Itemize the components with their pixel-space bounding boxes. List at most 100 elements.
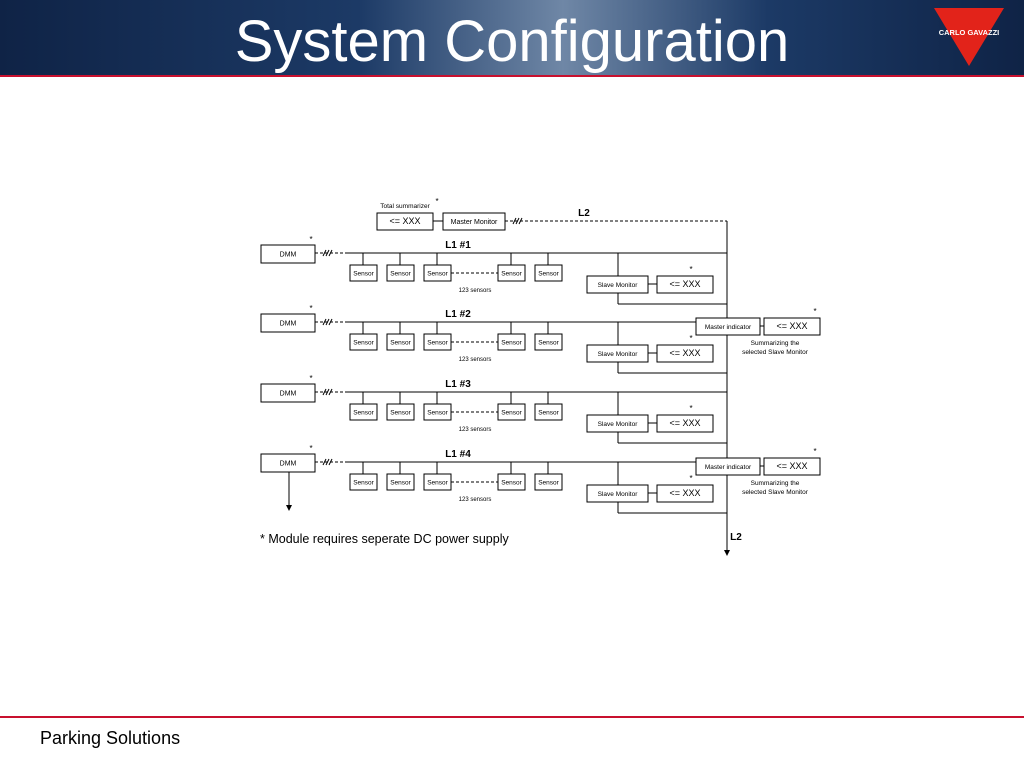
l2-bus-label: L2: [578, 208, 590, 219]
slave-monitor-1-label: Slave Monitor: [598, 282, 639, 289]
sensor-4-3-label: Sensor: [427, 480, 448, 487]
sensor-4-2-label: Sensor: [390, 480, 411, 487]
sensor-2-3-label: Sensor: [427, 340, 448, 347]
master-indicator-display-2-box: [763, 457, 821, 476]
power-slash-mark: [515, 217, 520, 225]
logo-triangle: [934, 8, 1004, 66]
asterisk-mark: *: [309, 444, 312, 453]
sensor-count-3: 123 sensors: [459, 427, 492, 433]
footer-text: Parking Solutions: [40, 728, 181, 748]
power-slash-mark: [322, 458, 327, 466]
l2-arrow-head: [724, 550, 730, 556]
power-slash-mark: [328, 249, 333, 257]
dmm-2-label: DMM: [280, 321, 297, 328]
slave-display-1-label: <= XXX: [669, 279, 700, 289]
asterisk-mark: *: [309, 374, 312, 383]
asterisk-mark: *: [813, 447, 816, 456]
sensor-4-1-box: [349, 473, 378, 491]
sensor-3-1-box: [349, 403, 378, 421]
power-slash-mark: [328, 388, 333, 396]
master-indicator-display-1-box: [763, 317, 821, 336]
sensor-3-2-box: [386, 403, 415, 421]
sensor-1-1-label: Sensor: [353, 271, 374, 278]
sensor-4-5-box: [534, 473, 563, 491]
power-slash-mark: [325, 458, 330, 466]
sensor-count-2: 123 sensors: [459, 357, 492, 363]
sensor-2-5-box: [534, 333, 563, 351]
sensor-1-5-box: [534, 264, 563, 282]
sensor-2-4-label: Sensor: [501, 340, 522, 347]
slave-display-2-label: <= XXX: [669, 348, 700, 358]
sensor-1-2-box: [386, 264, 415, 282]
sensor-4-5-label: Sensor: [538, 480, 559, 487]
master-indicator-display-1-label: <= XXX: [776, 321, 807, 331]
power-slash-mark: [322, 249, 327, 257]
power-slash-mark: [328, 318, 333, 326]
total-summarizer-display-label: <= XXX: [389, 216, 420, 226]
asterisk-mark: *: [309, 235, 312, 244]
dmm-2-box: [260, 313, 316, 333]
asterisk-mark: *: [813, 307, 816, 316]
power-slash-mark: [518, 217, 523, 225]
slave-display-3-label: <= XXX: [669, 418, 700, 428]
sensor-3-2-label: Sensor: [390, 410, 411, 417]
l1-bus-label-2: L1 #2: [445, 309, 471, 320]
sensor-3-5-box: [534, 403, 563, 421]
sensor-1-2-label: Sensor: [390, 271, 411, 278]
sensor-count-1: 123 sensors: [459, 288, 492, 294]
sensor-3-4-label: Sensor: [501, 410, 522, 417]
dmm-3-label: DMM: [280, 391, 297, 398]
slave-display-2-box: [656, 344, 714, 363]
asterisk-mark: *: [689, 334, 692, 343]
sensor-1-1-box: [349, 264, 378, 282]
asterisk-mark: *: [689, 265, 692, 274]
l1-bus-label-4: L1 #4: [445, 449, 471, 460]
sensor-3-3-label: Sensor: [427, 410, 448, 417]
slave-monitor-2-label: Slave Monitor: [598, 351, 639, 358]
sensor-3-5-label: Sensor: [538, 410, 559, 417]
sensor-count-4: 123 sensors: [459, 497, 492, 503]
l2-bus-bottom-label: L2: [730, 532, 742, 543]
slide-title: System Configuration: [234, 9, 790, 74]
power-slash-mark: [322, 318, 327, 326]
sensor-4-1-label: Sensor: [353, 480, 374, 487]
summarizing-line2-2: selected Slave Monitor: [742, 489, 809, 496]
master-indicator-display-2-label: <= XXX: [776, 461, 807, 471]
l1-bus-label-3: L1 #3: [445, 379, 471, 390]
asterisk-mark: *: [309, 304, 312, 313]
slave-display-1-box: [656, 275, 714, 294]
master-monitor-label: Master Monitor: [451, 219, 498, 226]
sensor-1-5-label: Sensor: [538, 271, 559, 278]
summarizing-line1-2: Summarizing the: [751, 480, 800, 487]
power-slash-mark: [512, 217, 517, 225]
dmm-1-box: [260, 244, 316, 264]
sensor-2-2-box: [386, 333, 415, 351]
carlo-gavazzi-logo: CARLO GAVAZZI: [934, 8, 1004, 66]
power-slash-mark: [325, 388, 330, 396]
asterisk-mark: *: [689, 474, 692, 483]
summarizing-line1-1: Summarizing the: [751, 340, 800, 347]
sensor-3-1-label: Sensor: [353, 410, 374, 417]
slave-display-4-box: [656, 484, 714, 503]
sensor-4-2-box: [386, 473, 415, 491]
header-bar: [0, 0, 1024, 76]
sensor-4-4-label: Sensor: [501, 480, 522, 487]
sensor-1-4-label: Sensor: [501, 271, 522, 278]
master-indicator-1-label: Master indicator: [705, 324, 752, 331]
l1-bus-label-1: L1 #1: [445, 240, 471, 251]
header-divider: [0, 75, 1024, 77]
slave-monitor-4-label: Slave Monitor: [598, 491, 639, 498]
asterisk-mark: *: [435, 197, 438, 206]
slave-display-3-box: [656, 414, 714, 433]
footer-divider: [0, 716, 1024, 718]
dmm-1-label: DMM: [280, 252, 297, 259]
master-indicator-2-label: Master indicator: [705, 464, 752, 471]
sensor-2-1-box: [349, 333, 378, 351]
power-supply-footnote: * Module requires seperate DC power supp…: [260, 532, 509, 546]
dmm-3-box: [260, 383, 316, 403]
total-summarizer-label: Total summarizer: [380, 203, 430, 210]
slave-display-4-label: <= XXX: [669, 488, 700, 498]
power-slash-mark: [325, 318, 330, 326]
sensor-2-1-label: Sensor: [353, 340, 374, 347]
